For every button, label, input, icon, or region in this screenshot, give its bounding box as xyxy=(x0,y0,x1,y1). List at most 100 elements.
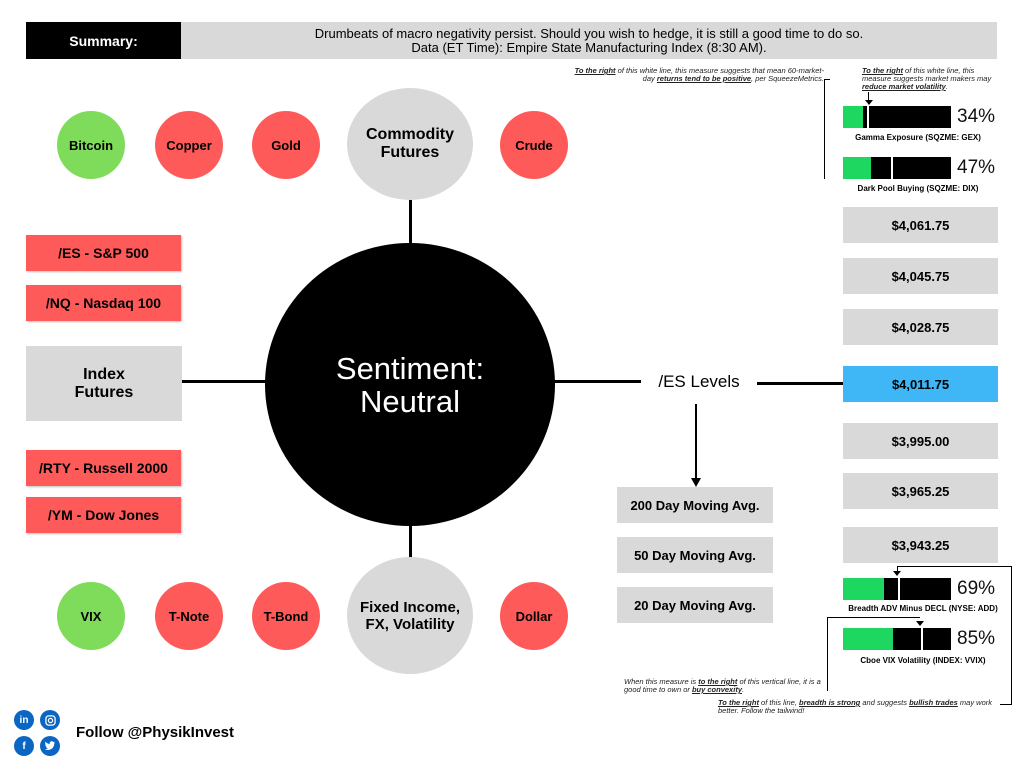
note-add-pointer-b xyxy=(1000,704,1012,705)
connector-left xyxy=(182,380,268,383)
note-gex: To the right of this white line, this me… xyxy=(862,67,1002,91)
level-7: $3,943.25 xyxy=(843,527,998,563)
note-add-text-1: of this line, xyxy=(758,698,799,707)
note-add-pointer-r xyxy=(1011,566,1012,704)
summary-label: Summary: xyxy=(26,22,181,59)
hub-fixed-income: Fixed Income, FX, Volatility xyxy=(347,557,473,674)
meter-dix-pct: 47% xyxy=(957,157,996,178)
meter-add-marker xyxy=(898,578,900,600)
meter-add-pct: 69% xyxy=(957,578,996,599)
meter-gex-bar xyxy=(843,106,951,128)
level-1: $4,061.75 xyxy=(843,207,998,243)
meter-vvix-bar xyxy=(843,628,951,650)
connector-down xyxy=(695,404,697,480)
note-dix-emph-2: returns tend to be positive xyxy=(656,74,752,83)
note-gex-pointer xyxy=(868,92,869,102)
note-gex-text-2: . xyxy=(945,82,948,91)
es-levels-label: /ES Levels xyxy=(641,372,757,394)
meter-dix-label: Dark Pool Buying (SQZME: DIX) xyxy=(857,184,979,193)
note-vvix: When this measure is to the right of thi… xyxy=(624,678,824,694)
summary-line-1: Drumbeats of macro negativity persist. S… xyxy=(314,25,864,41)
connector-top xyxy=(409,200,412,248)
meter-vvix-pct: 85% xyxy=(957,628,996,649)
note-dix-emph-1: To the right xyxy=(574,66,616,75)
meter-add: 69% xyxy=(843,578,995,600)
ma-20: 20 Day Moving Avg. xyxy=(617,587,773,623)
meter-add-label: Breadth ADV Minus DECL (NYSE: ADD) xyxy=(848,604,998,613)
circle-tnote: T-Note xyxy=(155,582,223,650)
index-rty: /RTY - Russell 2000 xyxy=(26,450,181,486)
circle-dollar: Dollar xyxy=(500,582,568,650)
meter-dix-marker xyxy=(891,157,893,179)
circle-crude: Crude xyxy=(500,111,568,179)
sentiment-value: Neutral xyxy=(360,383,460,419)
twitter-icon[interactable] xyxy=(40,736,60,756)
note-vvix-pointer-h xyxy=(827,617,920,618)
note-gex-arrow-icon xyxy=(865,100,873,105)
instagram-icon[interactable] xyxy=(40,710,60,730)
connector-bottom xyxy=(409,520,412,558)
note-add-text-3: may work better. Follow the tailwind! xyxy=(718,698,992,715)
meter-dix-fill xyxy=(843,157,871,179)
ma-50: 50 Day Moving Avg. xyxy=(617,537,773,573)
meter-gex: 34% xyxy=(843,106,995,128)
note-vvix-pointer-v xyxy=(827,617,828,691)
circle-gold: Gold xyxy=(252,111,320,179)
meter-add-arrow-icon xyxy=(893,571,901,576)
meter-gex-marker xyxy=(867,106,869,128)
hub-index-futures: Index Futures xyxy=(26,346,182,421)
hub-commodity-futures: Commodity Futures xyxy=(347,88,473,200)
note-add-emph-3: bullish trades xyxy=(909,698,958,707)
meter-dix-bar xyxy=(843,157,951,179)
note-add-pointer-v xyxy=(897,566,898,572)
note-add-pointer-h xyxy=(897,566,1011,567)
note-add-emph-1: To the right xyxy=(718,698,759,707)
connector-right xyxy=(553,380,641,383)
note-add-text-2: and suggests xyxy=(860,698,910,707)
circle-vix: VIX xyxy=(57,582,125,650)
note-gex-emph-2: reduce market volatility xyxy=(862,82,946,91)
note-add: To the right of this line, breadth is st… xyxy=(718,699,1000,715)
level-6: $3,965.25 xyxy=(843,473,998,509)
meter-add-fill xyxy=(843,578,884,600)
index-nq: /NQ - Nasdaq 100 xyxy=(26,285,181,321)
meter-dix: 47% xyxy=(843,157,995,179)
linkedin-icon[interactable]: in xyxy=(14,710,34,730)
note-dix-text-1: of this white line, this measure suggest… xyxy=(615,66,824,83)
meter-vvix: 85% xyxy=(843,628,995,650)
summary-line-2: Data (ET Time): Empire State Manufacturi… xyxy=(411,39,767,55)
meter-add-bar xyxy=(843,578,951,600)
note-dix: To the right of this white line, this me… xyxy=(568,67,824,83)
sentiment-title: Sentiment: xyxy=(335,350,485,386)
level-3: $4,028.75 xyxy=(843,309,998,345)
meter-gex-pct: 34% xyxy=(957,106,996,127)
note-gex-text-1: of this white line, this measure suggest… xyxy=(862,66,992,83)
meter-vvix-label: Cboe VIX Volatility (INDEX: VVIX) xyxy=(860,656,986,665)
note-dix-pointer-h xyxy=(825,79,830,80)
note-vvix-text-1: When this measure is xyxy=(624,677,699,686)
circle-tbond: T-Bond xyxy=(252,582,320,650)
meter-gex-label: Gamma Exposure (SQZME: GEX) xyxy=(855,133,981,142)
sentiment-circle: Sentiment: Neutral xyxy=(265,243,555,526)
note-dix-text-2: , per SqueezeMetrics. xyxy=(751,74,824,83)
meter-vvix-fill xyxy=(843,628,894,650)
note-vvix-text-2: of this vertical line, it is a good time… xyxy=(624,677,821,694)
meter-vvix-marker xyxy=(921,628,923,650)
meter-gex-fill xyxy=(843,106,864,128)
index-es: /ES - S&P 500 xyxy=(26,235,181,271)
level-5: $3,995.00 xyxy=(843,423,998,459)
note-vvix-text-3: . xyxy=(742,685,745,694)
summary-text: Drumbeats of macro negativity persist. S… xyxy=(181,22,997,59)
note-vvix-emph-2: buy convexity xyxy=(691,685,742,694)
arrow-down-icon xyxy=(691,478,701,487)
circle-copper: Copper xyxy=(155,111,223,179)
index-ym: /YM - Dow Jones xyxy=(26,497,181,533)
ma-200: 200 Day Moving Avg. xyxy=(617,487,773,523)
meter-vvix-arrow-icon xyxy=(916,621,924,626)
note-gex-emph-1: To the right xyxy=(862,66,903,75)
facebook-icon[interactable]: f xyxy=(14,736,34,756)
follow-text[interactable]: Follow @PhysikInvest xyxy=(76,724,234,741)
note-dix-pointer xyxy=(824,79,825,179)
circle-bitcoin: Bitcoin xyxy=(57,111,125,179)
connector-levels xyxy=(757,382,843,385)
